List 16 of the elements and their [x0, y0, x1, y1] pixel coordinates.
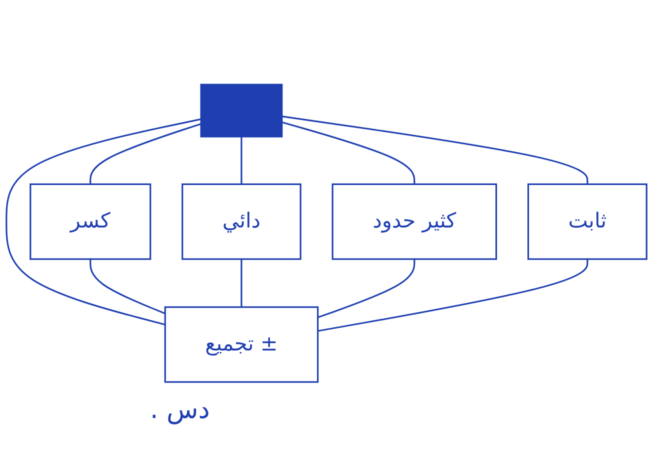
node-box: كسر	[30, 183, 152, 260]
node-box: تجميع ±	[164, 306, 319, 383]
connector	[90, 259, 166, 314]
connector	[318, 259, 588, 332]
connector	[240, 136, 242, 184]
node-box: كثير حدود	[332, 183, 498, 260]
connector	[90, 122, 202, 184]
node-box: دائي	[182, 183, 302, 260]
connector	[281, 116, 588, 184]
node-box: ثابت	[527, 183, 648, 260]
connector	[240, 259, 242, 308]
connector	[6, 118, 202, 326]
note-text: دس .	[150, 395, 210, 425]
connector	[318, 259, 416, 318]
connector	[281, 121, 416, 184]
node-bar	[200, 84, 283, 138]
